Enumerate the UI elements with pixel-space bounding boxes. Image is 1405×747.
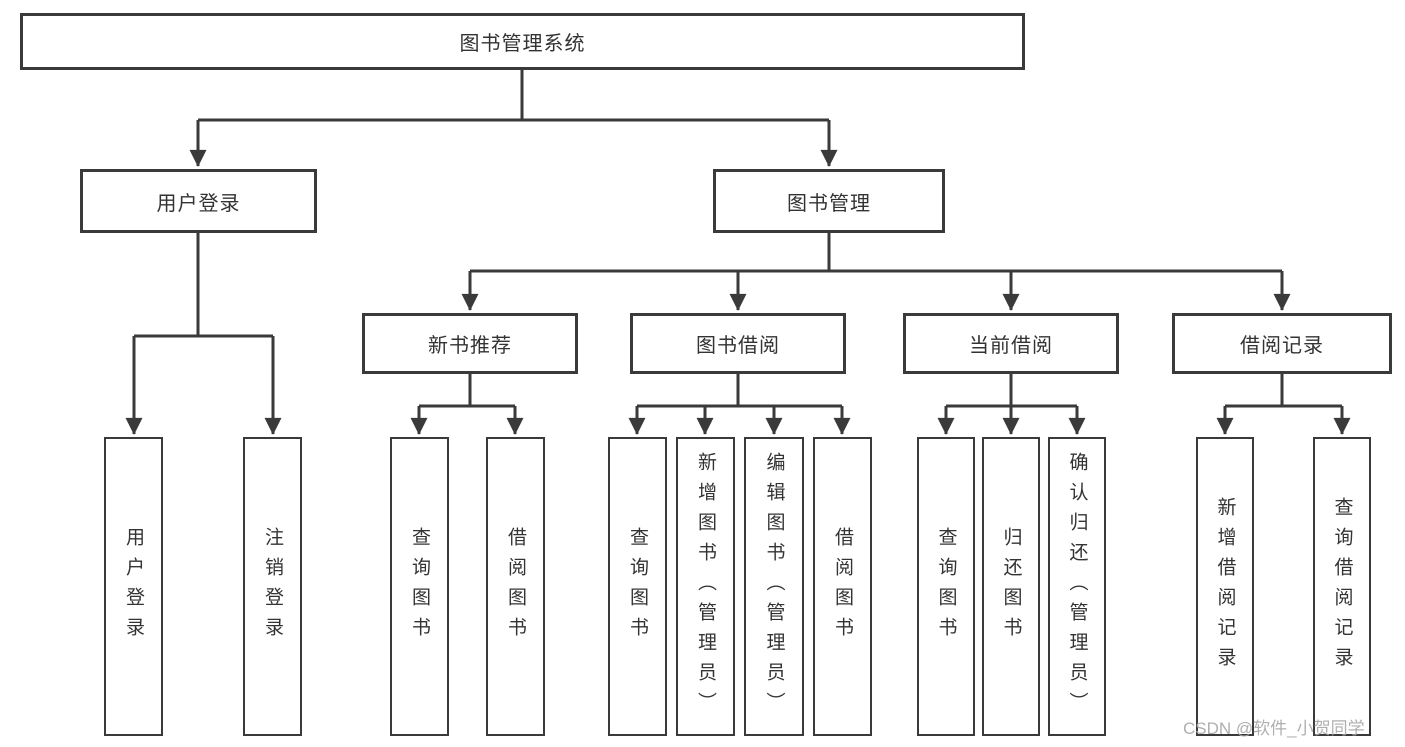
leaf-cb-confirm-return: 确认归还（管理员） [1048, 437, 1106, 736]
leaf-br-add-record-label: 新增借阅记录 [1214, 496, 1236, 677]
node-new-book-recommend-label: 新书推荐 [428, 335, 512, 357]
leaf-br-query-record: 查询借阅记录 [1313, 437, 1371, 736]
node-book-management: 图书管理 [713, 169, 945, 233]
node-user-login-label: 用户登录 [156, 192, 241, 215]
leaf-nb-borrow-books-label: 借阅图书 [505, 526, 526, 647]
csdn-watermark: CSDN @软件_小贺同学 [1183, 719, 1365, 738]
leaf-user-login-label: 用户登录 [123, 526, 144, 647]
leaf-bb-query-books: 查询图书 [608, 437, 667, 736]
leaf-cb-return-books-label: 归还图书 [1000, 526, 1022, 647]
leaf-bb-query-books-label: 查询图书 [627, 526, 648, 647]
node-user-login: 用户登录 [80, 169, 317, 233]
leaf-cb-confirm-return-label: 确认归还（管理员） [1066, 451, 1088, 722]
leaf-logout: 注销登录 [243, 437, 302, 736]
leaf-nb-query-books-label: 查询图书 [409, 526, 430, 647]
leaf-bb-edit-books-label: 编辑图书（管理员） [763, 451, 785, 722]
node-current-borrow: 当前借阅 [903, 313, 1119, 374]
node-new-book-recommend: 新书推荐 [362, 313, 578, 374]
leaf-bb-borrow-books: 借阅图书 [813, 437, 872, 736]
leaf-br-add-record: 新增借阅记录 [1196, 437, 1254, 736]
node-root-label: 图书管理系统 [459, 33, 586, 55]
node-borrow-record-label: 借阅记录 [1240, 335, 1324, 357]
node-book-borrow-label: 图书借阅 [696, 335, 780, 357]
node-borrow-record: 借阅记录 [1172, 313, 1392, 374]
leaf-cb-query-books-label: 查询图书 [935, 526, 957, 647]
leaf-bb-add-books-label: 新增图书（管理员） [695, 451, 716, 722]
leaf-nb-borrow-books: 借阅图书 [486, 437, 545, 736]
leaf-bb-edit-books: 编辑图书（管理员） [744, 437, 804, 736]
leaf-cb-query-books: 查询图书 [917, 437, 975, 736]
leaf-cb-return-books: 归还图书 [982, 437, 1040, 736]
leaf-bb-borrow-books-label: 借阅图书 [832, 526, 853, 647]
leaf-logout-label: 注销登录 [262, 526, 283, 647]
node-book-management-label: 图书管理 [787, 192, 871, 215]
node-root: 图书管理系统 [20, 13, 1025, 70]
node-book-borrow: 图书借阅 [630, 313, 846, 374]
leaf-nb-query-books: 查询图书 [390, 437, 449, 736]
leaf-br-query-record-label: 查询借阅记录 [1331, 496, 1353, 677]
leaf-user-login: 用户登录 [104, 437, 163, 736]
node-current-borrow-label: 当前借阅 [969, 335, 1053, 357]
leaf-bb-add-books: 新增图书（管理员） [676, 437, 735, 736]
